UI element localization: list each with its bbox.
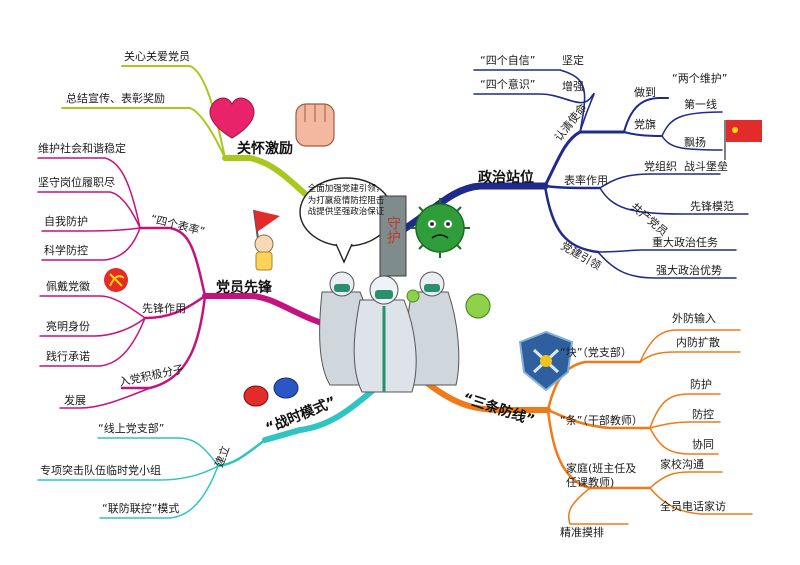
label-cooperate: 协同 bbox=[692, 437, 714, 451]
boxing-gloves-icon bbox=[243, 377, 299, 407]
label-exemplary: 表率作用 bbox=[564, 173, 608, 187]
label-front-line: 第一线 bbox=[684, 97, 717, 111]
shield-emblem-icon bbox=[518, 330, 574, 392]
label-build: 建立 bbox=[212, 444, 233, 469]
label-temp-group: 专项突击队伍临时党小组 bbox=[40, 463, 161, 477]
label-care-love: 关心关爱党员 bbox=[124, 49, 190, 63]
label-party-org: 党组织 bbox=[644, 159, 677, 173]
center-illustration: 守护 bbox=[299, 177, 491, 393]
label-party-member: 共产党员 bbox=[628, 200, 671, 239]
label-lead: 党建引领 bbox=[559, 238, 604, 272]
label-strip: “条”（干部教师） bbox=[560, 413, 643, 427]
label-home-school: 家校沟通 bbox=[660, 457, 704, 471]
label-four-models: “四个表率” bbox=[149, 211, 206, 238]
topic-vanguard: 党员先锋 bbox=[216, 279, 273, 296]
label-block: “块”（党支部） bbox=[560, 345, 632, 359]
topic-care: 关怀激励 bbox=[237, 140, 293, 157]
center-bubble-text: 全面加强党建引领，为打赢疫情防控阻击战提供坚强政治保证 bbox=[307, 184, 385, 217]
virus-icon bbox=[406, 198, 491, 319]
label-role: 先锋作用 bbox=[142, 302, 186, 315]
label-self-protect: 自我防护 bbox=[44, 214, 88, 228]
label-zengqiang: 增强 bbox=[562, 79, 584, 93]
label-jianding: 坚定 bbox=[562, 53, 584, 67]
label-promise: 践行承诺 bbox=[46, 349, 90, 363]
label-four-awareness: “四个意识” bbox=[480, 77, 535, 91]
heart-icon bbox=[209, 97, 255, 139]
branch-lines-care bbox=[61, 65, 333, 215]
label-family-line1: 家庭(班主任及 bbox=[566, 461, 636, 475]
party-flag-icon bbox=[724, 120, 762, 160]
guard-sign-text: 守护 bbox=[385, 216, 401, 245]
flag-child-icon bbox=[253, 209, 280, 271]
fist-icon bbox=[295, 103, 335, 147]
label-zuodao: 做到 bbox=[634, 85, 656, 99]
label-scientific: 科学防控 bbox=[44, 243, 88, 257]
label-int-spread: 内防扩散 bbox=[676, 335, 720, 349]
guard-sign bbox=[379, 195, 407, 277]
label-protect: 防护 bbox=[690, 377, 712, 391]
topic-three-lines: “三条防线” bbox=[461, 390, 537, 429]
label-bastion: 战斗堡垒 bbox=[684, 159, 728, 173]
label-control: 防控 bbox=[692, 407, 714, 421]
label-dangqi: 党旗 bbox=[634, 117, 656, 131]
branch-lines-three-lines bbox=[415, 329, 753, 525]
label-four-confidence: “四个自信” bbox=[480, 54, 535, 67]
label-stick-post: 坚守岗位履职尽 bbox=[38, 175, 115, 189]
label-family-line2: 任课教师) bbox=[566, 476, 614, 489]
label-advantage: 强大政治优势 bbox=[656, 263, 722, 277]
label-phone-visit: 全员电话家访 bbox=[660, 499, 726, 513]
label-vanguard-model: 先锋模范 bbox=[690, 199, 734, 213]
branch-lines-wartime bbox=[37, 383, 381, 519]
label-screening: 精准摸排 bbox=[560, 525, 604, 539]
label-joint-mode: “联防联控”模式 bbox=[102, 501, 179, 515]
label-piaoyang: 飘扬 bbox=[684, 135, 706, 149]
label-develop: 发展 bbox=[64, 393, 86, 407]
label-task: 重大政治任务 bbox=[652, 235, 718, 249]
label-online-branch: “线上党支部” bbox=[98, 421, 164, 435]
label-stability: 维护社会和谐稳定 bbox=[38, 141, 126, 155]
label-ext-input: 外防输入 bbox=[672, 311, 716, 325]
topic-political: 政治站位 bbox=[478, 169, 534, 186]
party-emblem-icon bbox=[104, 268, 128, 292]
label-identity: 亮明身份 bbox=[46, 319, 90, 333]
label-badge: 佩戴党徽 bbox=[46, 279, 90, 293]
branch-lines-political bbox=[386, 69, 749, 279]
medical-workers-icon bbox=[319, 271, 460, 393]
label-summary: 总结宣传、表彰奖励 bbox=[66, 91, 165, 105]
label-activists: 入党积极分子 bbox=[118, 362, 185, 389]
label-two-maintain: “两个维护” bbox=[672, 71, 727, 85]
